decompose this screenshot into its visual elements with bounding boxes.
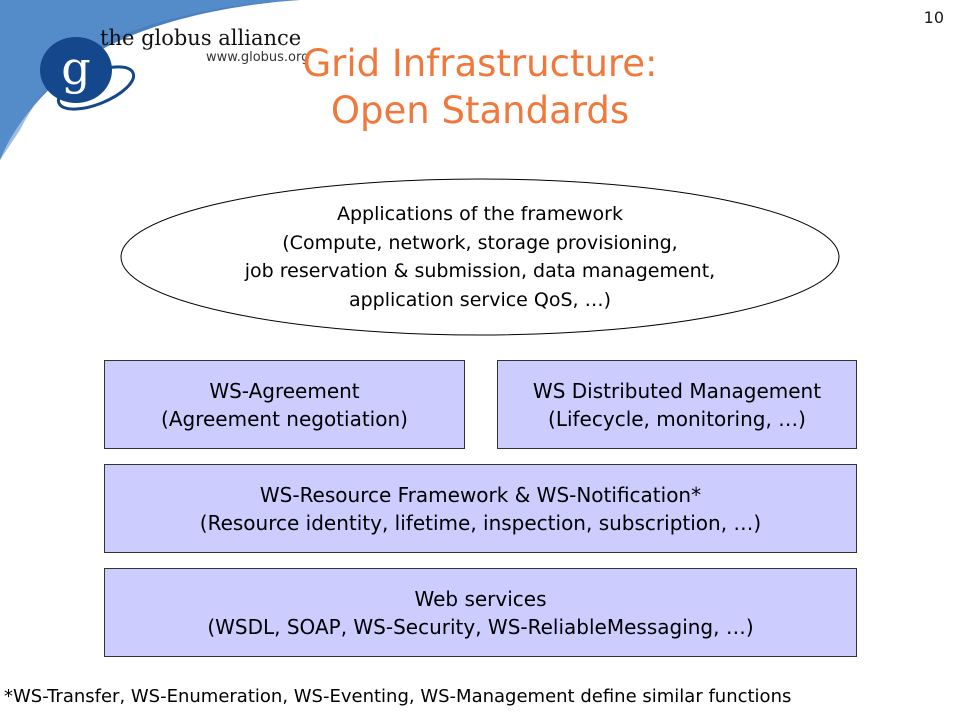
applications-ellipse bbox=[120, 178, 840, 336]
ws-distributed-management-box: WS Distributed Management (Lifecycle, mo… bbox=[497, 360, 857, 449]
web-services-detail: (WSDL, SOAP, WS-Security, WS-ReliableMes… bbox=[207, 614, 754, 639]
web-services-title: Web services bbox=[414, 586, 547, 611]
slide-title-line-2: Open Standards bbox=[330, 89, 630, 132]
globus-logo-icon: g bbox=[40, 37, 136, 111]
applications-line-4: application service QoS, …) bbox=[348, 288, 612, 311]
web-services-box: Web services (WSDL, SOAP, WS-Security, W… bbox=[104, 568, 857, 657]
slide-title-line-1: Grid Infrastructure: bbox=[302, 42, 658, 85]
ws-agreement-box: WS-Agreement (Agreement negotiation) bbox=[104, 360, 465, 449]
ws-distributed-management-title: WS Distributed Management bbox=[532, 378, 822, 403]
ws-agreement-title: WS-Agreement bbox=[209, 378, 360, 403]
footnote: *WS-Transfer, WS-Enumeration, WS-Eventin… bbox=[4, 686, 792, 707]
applications-line-3: job reservation & submission, data manag… bbox=[244, 260, 716, 282]
logo-name: the globus alliance bbox=[100, 26, 302, 50]
logo-url: www.globus.org bbox=[206, 50, 310, 65]
logo-glyph: g bbox=[61, 41, 90, 95]
applications-line-2: (Compute, network, storage provisioning, bbox=[282, 231, 678, 254]
slide-title: Grid Infrastructure: Open Standards bbox=[0, 40, 960, 134]
ws-resource-framework-box: WS-Resource Framework & WS-Notification*… bbox=[104, 464, 857, 553]
applications-line-1: Applications of the framework bbox=[337, 203, 623, 225]
applications-text: Applications of the framework (Compute, … bbox=[120, 200, 840, 314]
ws-distributed-management-detail: (Lifecycle, monitoring, …) bbox=[548, 406, 806, 431]
ws-resource-framework-title: WS-Resource Framework & WS-Notification* bbox=[259, 482, 702, 507]
slide-number: 10 bbox=[923, 8, 944, 27]
ws-agreement-detail: (Agreement negotiation) bbox=[161, 406, 408, 431]
ws-resource-framework-detail: (Resource identity, lifetime, inspection… bbox=[199, 510, 762, 535]
